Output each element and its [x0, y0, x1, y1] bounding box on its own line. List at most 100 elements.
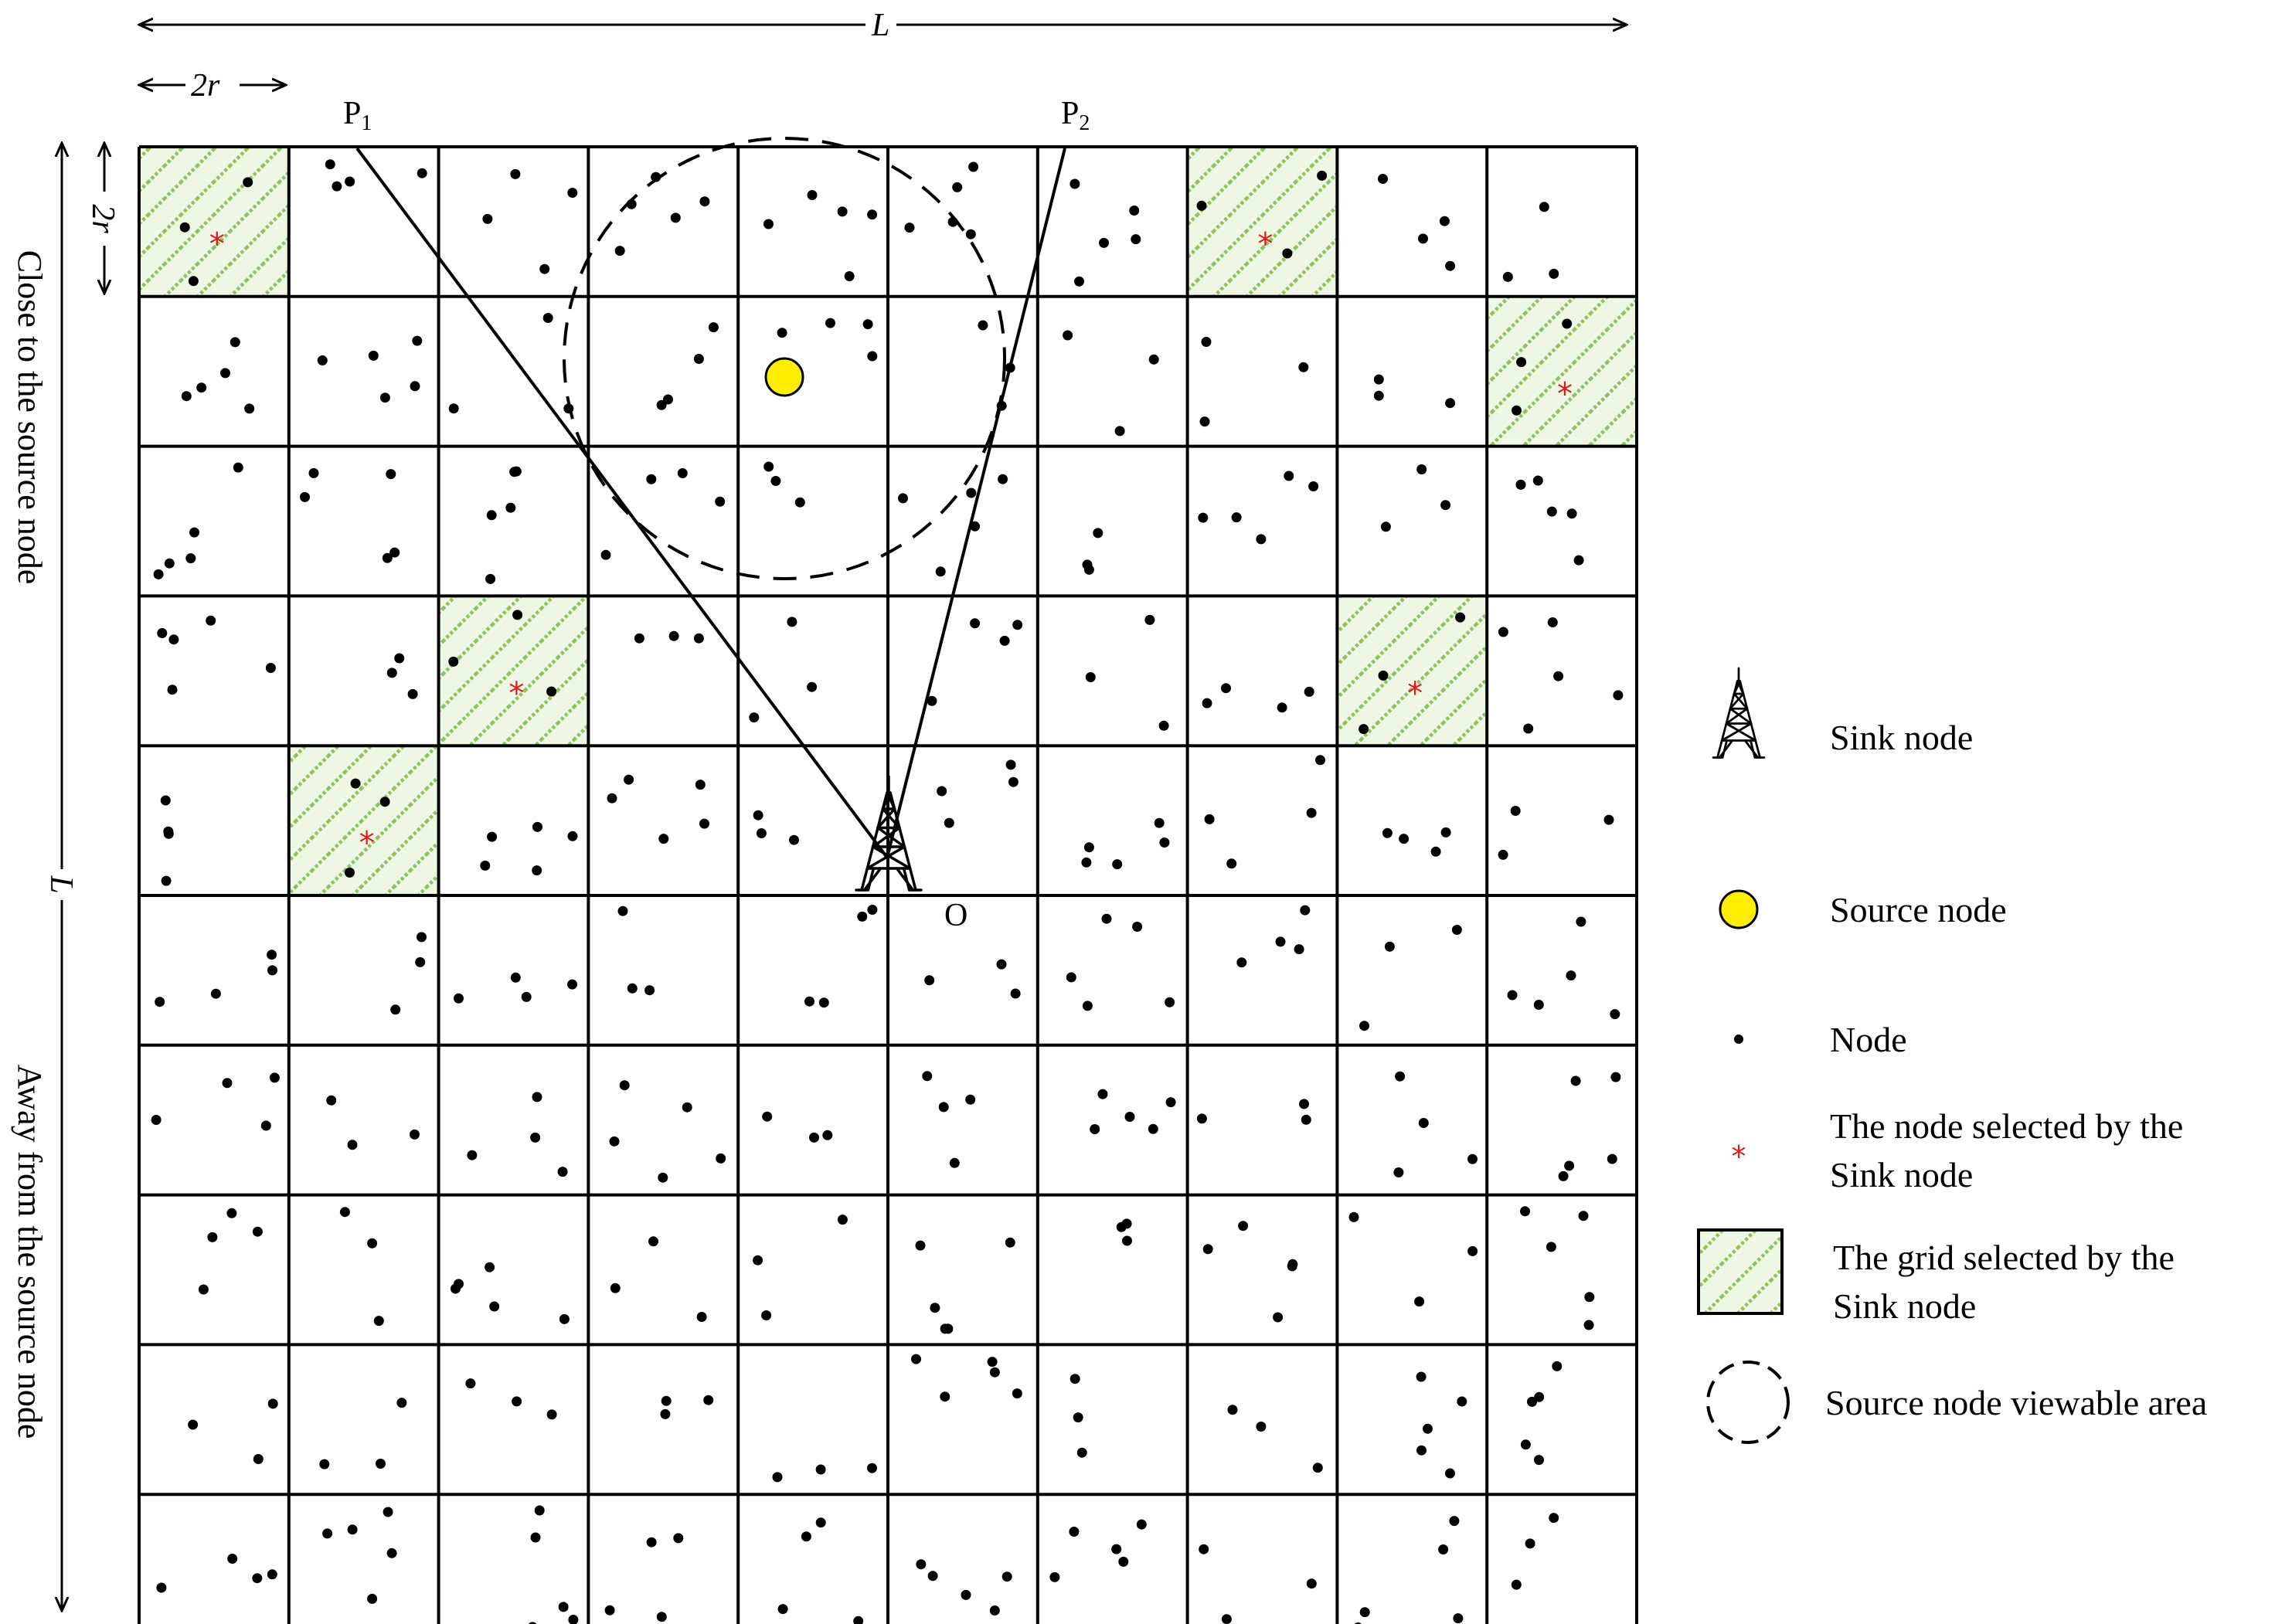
node: [512, 610, 523, 620]
node: [168, 634, 179, 645]
node: [386, 1548, 397, 1558]
node: [383, 1507, 393, 1517]
node: [1308, 481, 1319, 491]
node: [756, 828, 767, 838]
node: [1566, 970, 1576, 981]
legend-node-label: Node: [1830, 1020, 1907, 1059]
node: [961, 1589, 971, 1600]
node: [347, 1524, 358, 1535]
node: [1416, 1371, 1427, 1382]
node: [1082, 1001, 1093, 1011]
node: [1467, 1153, 1478, 1164]
node: [1083, 842, 1094, 853]
node: [695, 780, 706, 790]
node: [1502, 271, 1513, 282]
node: [512, 1396, 522, 1407]
node: [699, 196, 710, 207]
node: [567, 188, 578, 198]
node: [658, 1172, 668, 1183]
node: [1204, 814, 1215, 824]
selected-node: *: [508, 676, 524, 712]
node: [1566, 508, 1577, 519]
node: [915, 1240, 926, 1251]
legend-node-icon: [1734, 1035, 1743, 1044]
node: [1525, 1538, 1535, 1549]
node: [317, 355, 328, 365]
node: [269, 1072, 280, 1083]
node: [1114, 426, 1125, 437]
node: [1199, 1544, 1209, 1554]
node: [1294, 944, 1304, 955]
node: [244, 403, 255, 414]
node: [1221, 683, 1231, 694]
node: [970, 618, 981, 629]
node: [465, 1378, 476, 1389]
node: [1202, 698, 1212, 708]
node: [844, 271, 855, 281]
selected-grid-cell: [1187, 147, 1338, 297]
node: [1549, 268, 1559, 279]
node: [1451, 925, 1462, 935]
node: [1256, 1422, 1267, 1432]
sink-node-tower-icon: [855, 775, 923, 892]
node: [1312, 1463, 1323, 1473]
node: [407, 688, 418, 699]
node: [1578, 1211, 1589, 1221]
node: [396, 1398, 407, 1408]
node: [1300, 905, 1311, 916]
legend-selected-node-icon: *: [1732, 1140, 1746, 1174]
node: [1069, 1374, 1080, 1384]
node: [1384, 941, 1395, 952]
node: [1122, 1235, 1132, 1246]
node: [467, 1150, 478, 1160]
node: [1440, 827, 1451, 837]
node: [607, 793, 617, 804]
node: [837, 206, 848, 217]
node: [188, 1419, 199, 1430]
node: [935, 566, 946, 577]
node: [350, 778, 361, 789]
node: [708, 322, 719, 333]
node: [1005, 1237, 1015, 1248]
node: [753, 1255, 763, 1266]
node: [482, 213, 493, 224]
node: [1231, 512, 1242, 523]
node: [1440, 500, 1451, 511]
node: [763, 219, 774, 229]
node: [367, 1593, 378, 1604]
node: [1154, 817, 1165, 828]
node: [206, 615, 216, 626]
node: [167, 685, 178, 695]
node: [1512, 405, 1522, 416]
node: [715, 496, 726, 507]
node: [1301, 1114, 1311, 1125]
node: [510, 168, 521, 179]
node: [1418, 1118, 1429, 1128]
node: [1348, 1211, 1359, 1222]
node: [1534, 1391, 1545, 1402]
node: [1539, 202, 1549, 212]
point-p2-label: P2: [1061, 96, 1090, 135]
selected-grid-cells: [139, 147, 1637, 895]
node: [267, 965, 277, 976]
node: [1553, 671, 1564, 681]
node: [1532, 475, 1543, 486]
node: [937, 786, 947, 797]
node: [661, 1395, 672, 1406]
node: [1395, 1071, 1406, 1082]
node: [1081, 857, 1092, 868]
node: [1202, 1244, 1213, 1255]
node: [940, 1391, 950, 1402]
node: [1533, 1000, 1544, 1010]
node: [807, 190, 818, 200]
node: [922, 1071, 933, 1082]
node: [568, 1615, 579, 1624]
node: [1073, 1412, 1083, 1423]
node: [1049, 1571, 1060, 1582]
node: [1445, 1468, 1455, 1479]
node: [155, 997, 165, 1007]
node: [815, 1464, 826, 1475]
node: [1510, 806, 1521, 816]
node: [1613, 690, 1624, 701]
